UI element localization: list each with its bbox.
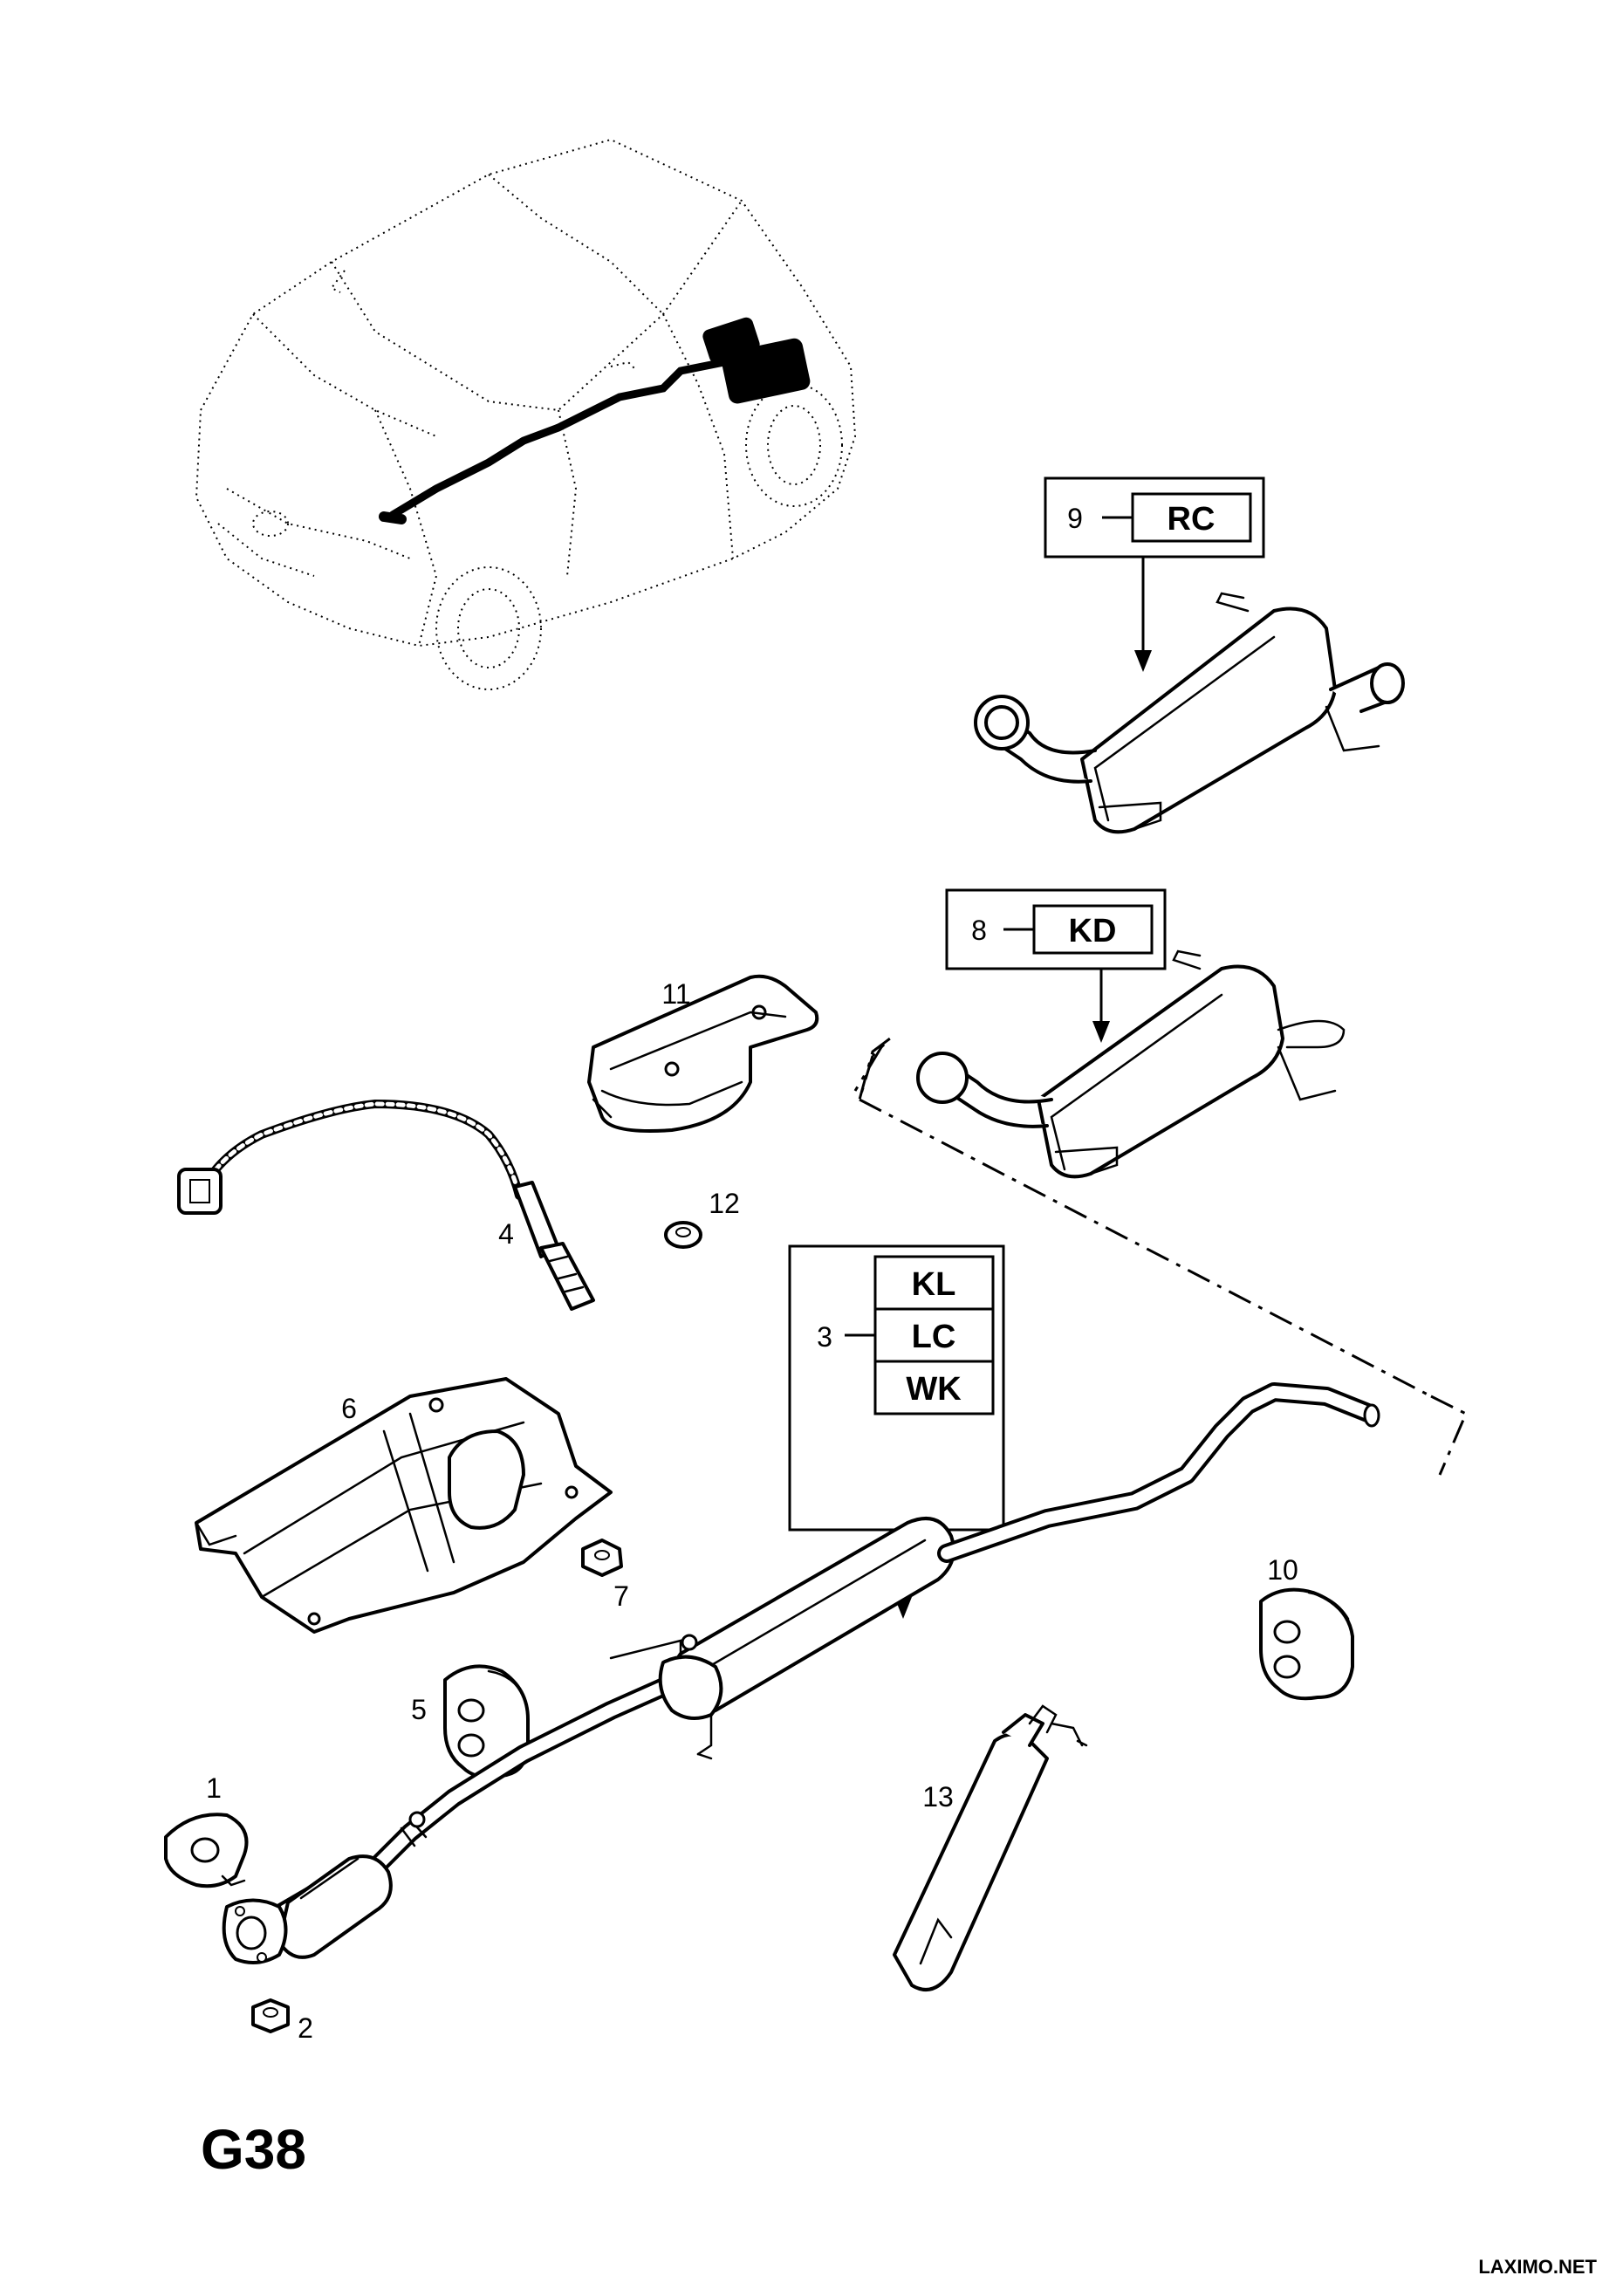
callout-9: 9 [1067, 503, 1083, 534]
nut-2 [251, 1998, 290, 2033]
callout-10: 10 [1267, 1554, 1298, 1586]
nut-12 [664, 1221, 702, 1249]
watermark: LAXIMO.NET [1478, 2256, 1597, 2278]
callout-4: 4 [498, 1218, 514, 1250]
oxygen-sensor-4 [177, 1099, 595, 1311]
callout-1: 1 [206, 1772, 222, 1804]
sealing-paste-13 [893, 1704, 1088, 1991]
heat-shield-6 [195, 1377, 613, 1634]
rubber-mount-10 [1259, 1587, 1354, 1701]
center-exhaust-pipe [222, 1382, 1380, 1964]
connection-line [853, 1037, 1468, 1476]
code-box-3: 3 KL LC WK [788, 1244, 1005, 1619]
vehicle-outline [195, 138, 857, 690]
code-rc: RC [1168, 501, 1216, 538]
heat-shield-11 [587, 974, 819, 1133]
rear-muffler-rc [974, 592, 1405, 834]
callout-2: 2 [298, 2012, 313, 2044]
nut-7 [581, 1539, 623, 1577]
callout-7: 7 [613, 1580, 629, 1612]
callout-8: 8 [971, 915, 987, 946]
gasket-1 [164, 1813, 249, 1888]
code-wk: WK [906, 1371, 962, 1408]
callout-13: 13 [922, 1781, 954, 1813]
callout-11: 11 [661, 978, 690, 1010]
diagram-code: G38 [201, 2118, 306, 2181]
callout-5: 5 [411, 1694, 427, 1725]
code-lc: LC [912, 1319, 956, 1355]
code-box-9: 9 RC [1044, 476, 1265, 672]
code-box-8: 8 KD [945, 888, 1167, 1043]
vehicle-exhaust-highlight [379, 317, 811, 524]
code-kd: KD [1069, 913, 1117, 949]
callout-6: 6 [341, 1393, 357, 1424]
callout-12: 12 [709, 1188, 740, 1219]
callout-3: 3 [817, 1321, 832, 1353]
code-kl: KL [912, 1266, 956, 1303]
rear-muffler-kd [916, 949, 1346, 1179]
